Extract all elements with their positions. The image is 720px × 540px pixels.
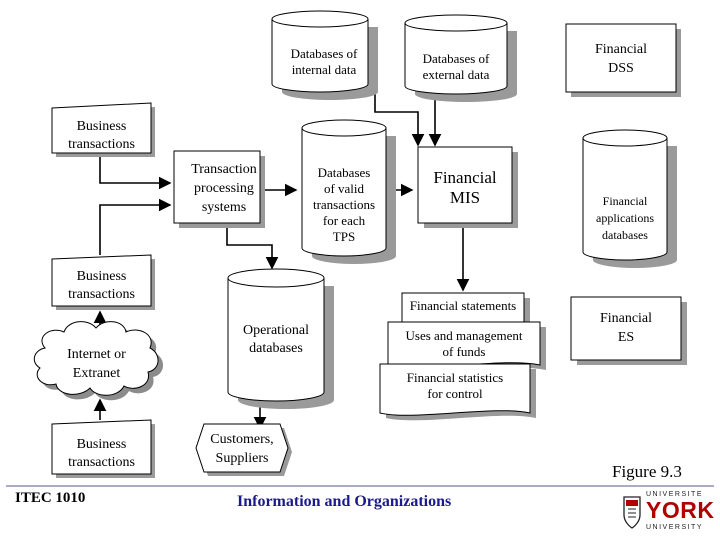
logo-top-text: UNIVERSITE (646, 491, 704, 498)
customers-suppliers-shape (195, 423, 292, 476)
db-valid-transactions-cylinder (301, 119, 396, 264)
financial-mis-box (417, 146, 518, 228)
financial-dss-label: Financial DSS (594, 42, 648, 76)
report-uses-label: Uses and management of funds (405, 328, 523, 359)
customers-suppliers-label: Customers, Suppliers (210, 432, 274, 466)
figure-number: Figure 9.3 (612, 462, 682, 481)
york-university-logo: UNIVERSITE YORK UNIVERSITY (622, 491, 714, 533)
business-transactions-1-shape (51, 102, 155, 157)
internet-extranet-label: Internet or Extranet (67, 347, 126, 381)
connector-bt1-tps (99, 152, 172, 190)
operational-db-cylinder (227, 268, 334, 409)
db-external-cylinder (404, 14, 517, 102)
york-crest-icon (623, 496, 641, 529)
business-transactions-3-label: Business transactions (68, 437, 135, 470)
business-transactions-1-label: Business transactions (68, 119, 135, 152)
internet-cloud-shape (33, 321, 164, 401)
financial-app-db-cylinder (582, 129, 677, 268)
logo-main-text: YORK (646, 497, 715, 523)
business-transactions-3-shape (51, 419, 155, 478)
tps-label: Transaction processing systems (191, 162, 257, 215)
logo-bottom-text: UNIVERSITY (646, 524, 704, 531)
connector-bt2-tps (99, 198, 172, 255)
course-code: ITEC 1010 (15, 490, 86, 506)
connector-internal-mis (374, 82, 425, 147)
report-statistics-shape (379, 363, 536, 421)
business-transactions-2-shape (51, 254, 155, 310)
report-statistics-label: Financial statistics for control (406, 370, 504, 401)
financial-es-label: Financial ES (599, 311, 653, 345)
tps-box (173, 150, 265, 228)
financial-mis-label: Financial MIS (433, 168, 497, 207)
db-internal-label: Databases of internal data (290, 46, 358, 77)
financial-app-db-label: Financial applications databases (596, 194, 654, 242)
course-title: Information and Organizations (237, 493, 452, 510)
business-transactions-2-label: Business transactions (68, 269, 135, 302)
db-external-label: Databases of external data (422, 51, 490, 82)
db-valid-transactions-label: Databases of valid transactions for each… (312, 165, 376, 244)
financial-dss-box (565, 23, 681, 97)
connector-tps-operational (226, 220, 279, 270)
db-internal-cylinder (271, 10, 378, 100)
financial-es-box (570, 296, 687, 365)
report-statements-label: Financial statements (409, 298, 517, 313)
report-uses-shape (387, 321, 546, 373)
operational-db-label: Operational databases (242, 323, 310, 356)
